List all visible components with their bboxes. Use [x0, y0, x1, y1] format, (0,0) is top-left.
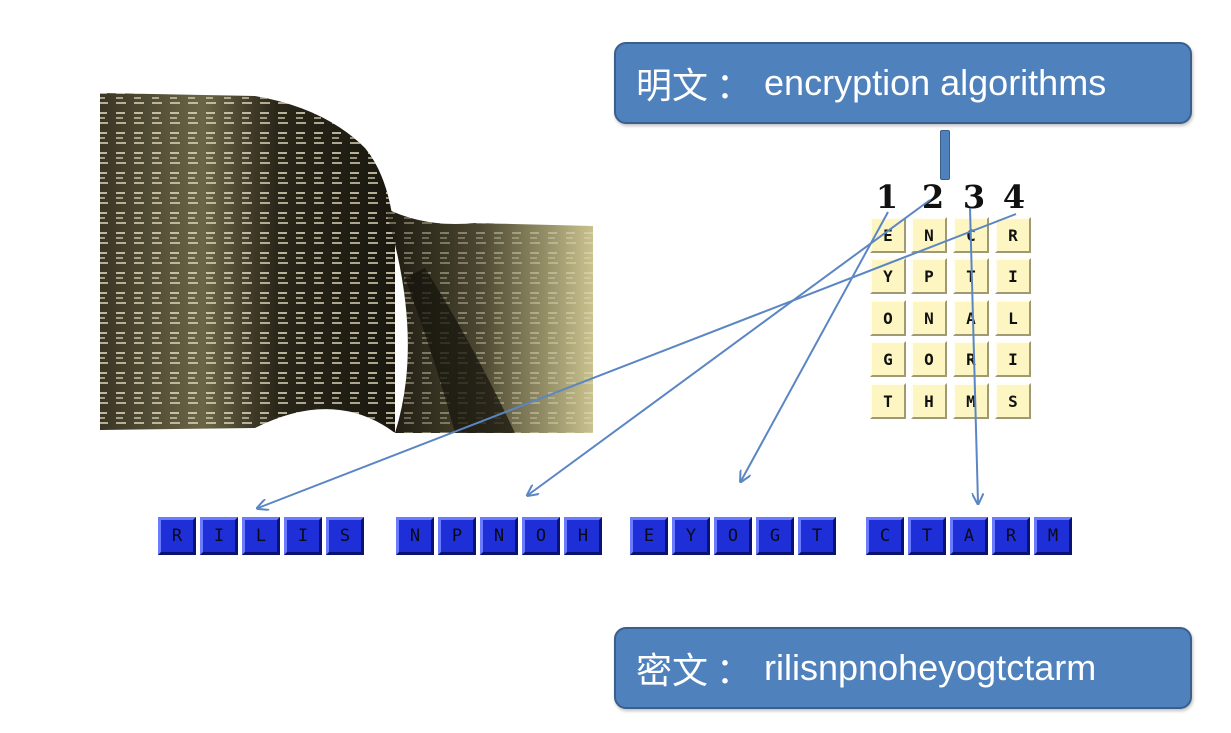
ciphertext-separator: ： — [716, 650, 753, 691]
grid-cell: G — [870, 341, 906, 377]
grid-cell: A — [953, 300, 989, 336]
cipher-key: R — [992, 517, 1030, 555]
grid-cell: S — [995, 383, 1031, 419]
ciphertext-banner: 密文 ： rilisnpnoheyogtctarm — [614, 627, 1192, 709]
grid-cell: H — [911, 383, 947, 419]
grid-cell: R — [953, 341, 989, 377]
grid-cell: P — [911, 258, 947, 294]
grid-cell: R — [995, 217, 1031, 253]
cipher-key: M — [1034, 517, 1072, 555]
grid-cell: N — [911, 300, 947, 336]
banner-connector — [940, 130, 950, 180]
cipher-key: P — [438, 517, 476, 555]
grid-cell: L — [995, 300, 1031, 336]
engraved-scroll-image — [100, 93, 593, 433]
cipher-key: C — [866, 517, 904, 555]
cipher-key: O — [522, 517, 560, 555]
cipher-key: R — [158, 517, 196, 555]
cipher-key: T — [798, 517, 836, 555]
cipher-key: I — [284, 517, 322, 555]
cipher-key: A — [950, 517, 988, 555]
column-number-1: 1 — [875, 178, 899, 216]
cipher-key: E — [630, 517, 668, 555]
grid-cell: M — [953, 383, 989, 419]
grid-cell: Y — [870, 258, 906, 294]
cipher-key: O — [714, 517, 752, 555]
plaintext-separator: ： — [716, 65, 753, 106]
plaintext-label: 明文 — [636, 65, 709, 106]
cipher-key: Y — [672, 517, 710, 555]
grid-cell: O — [911, 341, 947, 377]
column-number-2: 2 — [921, 178, 945, 216]
grid-cell: E — [870, 217, 906, 253]
arrow-column-1-to-group-3 — [741, 211, 889, 481]
cipher-key: I — [200, 517, 238, 555]
cipher-key: H — [564, 517, 602, 555]
cipher-key: S — [326, 517, 364, 555]
ciphertext-label: 密文 — [636, 650, 709, 691]
grid-cell: T — [870, 383, 906, 419]
cipher-key: G — [756, 517, 794, 555]
cipher-key: N — [480, 517, 518, 555]
ciphertext-value: rilisnpnoheyogtctarm — [764, 647, 1097, 688]
plaintext-banner: 明文 ： encryption algorithms — [614, 42, 1192, 124]
cipher-key: N — [396, 517, 434, 555]
grid-cell: O — [870, 300, 906, 336]
grid-cell: T — [953, 258, 989, 294]
grid-cell: N — [911, 217, 947, 253]
cipher-key: T — [908, 517, 946, 555]
column-number-4: 4 — [1002, 178, 1026, 216]
column-number-3: 3 — [962, 178, 986, 216]
grid-cell: C — [953, 217, 989, 253]
plaintext-value: encryption algorithms — [764, 62, 1107, 103]
grid-cell: I — [995, 341, 1031, 377]
grid-cell: I — [995, 258, 1031, 294]
cipher-key: L — [242, 517, 280, 555]
